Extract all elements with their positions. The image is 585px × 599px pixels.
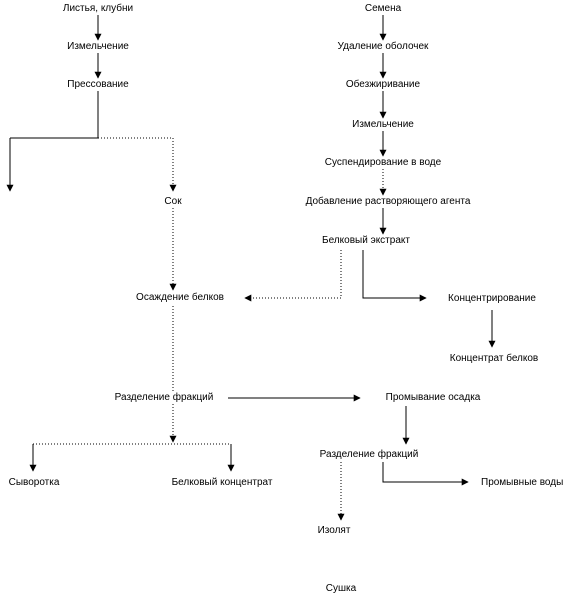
- node-suspending-in-water: Суспендирование в воде: [323, 157, 443, 169]
- node-fraction-separation-2: Разделение фракций: [318, 449, 420, 461]
- arrow-extract-to-concentrating: [362, 250, 427, 302]
- node-grinding-1: Измельчение: [66, 41, 130, 53]
- node-dehulling: Удаление оболочек: [336, 41, 430, 53]
- left-branch-connectors: [6, 15, 361, 472]
- node-drying: Сушка: [324, 583, 358, 595]
- node-leaves-tubers: Листья, клубни: [61, 3, 135, 15]
- arrow-separation2-to-washwater: [382, 462, 469, 486]
- node-defatting: Обезжиривание: [344, 79, 422, 91]
- line-pressing-to-juice: [98, 137, 177, 192]
- node-protein-concentrate-2: Концентрат белков: [448, 353, 540, 365]
- node-protein-concentrate-1: Белковый концентрат: [170, 477, 274, 489]
- node-isolate: Изолят: [316, 525, 352, 537]
- node-wash-water: Промывные воды: [480, 477, 565, 489]
- node-juice: Сок: [163, 196, 183, 208]
- node-grinding-2: Измельчение: [351, 119, 415, 131]
- node-seeds: Семена: [363, 3, 403, 15]
- node-pressing: Прессование: [66, 79, 130, 91]
- node-whey: Сыворотка: [7, 477, 61, 489]
- node-concentrating: Концентрирование: [447, 293, 537, 305]
- line-pressing-split: [10, 91, 99, 139]
- node-fraction-separation-1: Разделение фракций: [113, 392, 215, 404]
- node-protein-extract: Белковый экстракт: [321, 235, 411, 247]
- right-branch-connectors: [244, 15, 496, 521]
- node-sediment-washing: Промывание осадка: [384, 392, 482, 404]
- node-protein-precipitation: Осаждение белков: [135, 292, 225, 304]
- node-adding-solvent: Добавление растворяющего агента: [304, 196, 472, 208]
- arrow-extract-to-precipitation: [244, 250, 342, 302]
